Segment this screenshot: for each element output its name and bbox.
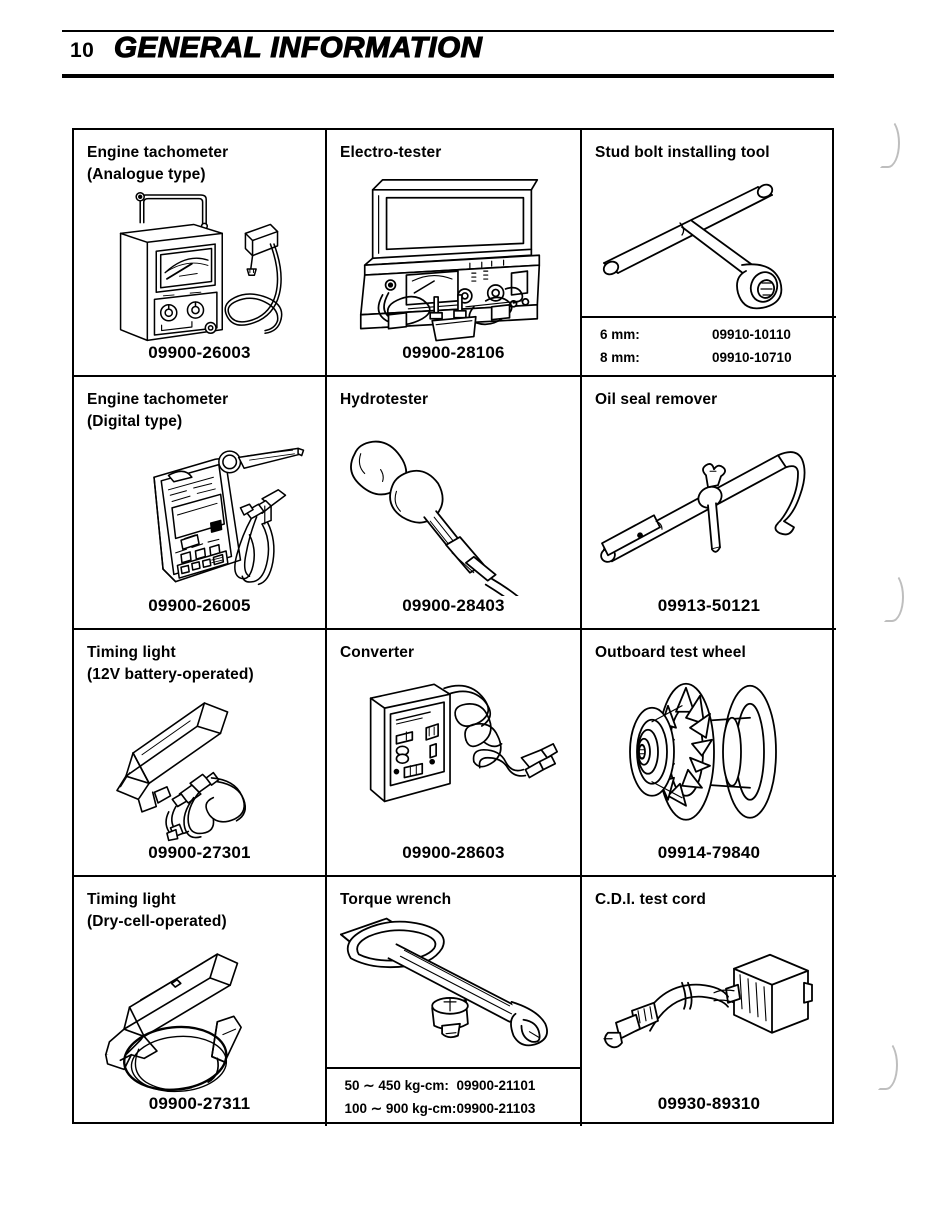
electro-tester-case-illustration xyxy=(327,164,580,343)
tool-name: Timing light (Dry-cell-operated) xyxy=(87,891,227,931)
cdi-test-cord-illustration xyxy=(582,911,836,1094)
torque-wrench-illustration xyxy=(327,911,580,1067)
tool-part-number: 09914-79840 xyxy=(657,843,761,862)
tool-name: Hydrotester xyxy=(340,391,429,408)
table-row: 6 mm: 09910-10110 xyxy=(582,324,836,346)
oil-seal-remover-illustration xyxy=(582,411,836,596)
analogue-tachometer-illustration xyxy=(74,187,325,343)
tool-name: Timing light (12V battery-operated) xyxy=(87,644,254,684)
timing-light-battery-illustration xyxy=(74,687,325,843)
tool-name: Electro-tester xyxy=(340,144,442,161)
tool-cell-converter: Converter xyxy=(327,630,582,877)
tool-cell-outboard-test-wheel: Outboard test wheel xyxy=(582,630,836,877)
tool-cell-cdi-test-cord: C.D.I. test cord xyxy=(582,877,836,1126)
tool-cell-oil-seal-remover: Oil seal remover xyxy=(582,377,836,630)
tool-part-number: 09913-50121 xyxy=(657,596,761,615)
tool-name: Converter xyxy=(340,644,415,661)
tool-part-number: 09900-28403 xyxy=(402,596,505,615)
tool-cell-analogue-tachometer: Engine tachometer (Analogue type) xyxy=(74,130,327,377)
header-rule-top xyxy=(62,30,834,32)
tool-name: Engine tachometer (Digital type) xyxy=(87,391,229,431)
stud-bolt-size-6mm: 6 mm: xyxy=(600,327,640,343)
torque-range-low: 50 ∼ 450 kg-cm: xyxy=(344,1078,449,1094)
tool-name: Stud bolt installing tool xyxy=(595,144,770,161)
torque-wrench-pn-low: 09900-21101 xyxy=(456,1078,536,1094)
tool-name: Oil seal remover xyxy=(595,391,718,408)
tool-part-number: 09930-89310 xyxy=(657,1094,761,1113)
tool-cell-timing-light-drycell: Timing light (Dry-cell-operated) xyxy=(74,877,327,1126)
page-header: 10 GENERAL INFORMATION xyxy=(62,30,834,78)
tool-part-number: 09900-27311 xyxy=(148,1094,251,1113)
tool-cell-timing-light-battery: Timing light (12V battery-operated) xyxy=(74,630,327,877)
stud-bolt-part-number-table: 6 mm: 09910-10110 8 mm: 09910-10710 xyxy=(582,316,836,375)
tool-name: Engine tachometer (Analogue type) xyxy=(87,144,229,184)
tool-cell-hydrotester: Hydrotester xyxy=(327,377,582,630)
tool-cell-torque-wrench: Torque wrench xyxy=(327,877,582,1126)
tool-part-number: 09900-26003 xyxy=(148,343,251,362)
tool-part-number: 09900-28603 xyxy=(402,843,505,862)
header-rule-bottom xyxy=(62,74,834,78)
tool-name: C.D.I. test cord xyxy=(595,891,706,908)
tool-cell-stud-bolt-tool: Stud bolt installing tool xyxy=(582,130,836,377)
t-handle-stud-bolt-tool-illustration xyxy=(582,164,836,316)
stud-bolt-pn-6mm: 09910-10110 xyxy=(712,327,791,343)
tool-cell-electro-tester: Electro-tester xyxy=(327,130,582,377)
converter-box-illustration xyxy=(327,664,580,843)
torque-wrench-pn-high: 09900-21103 xyxy=(456,1100,536,1116)
scan-artifact-mark xyxy=(880,118,900,168)
stud-bolt-pn-8mm: 09910-10710 xyxy=(712,349,792,365)
outboard-test-wheel-illustration xyxy=(582,664,836,843)
special-tools-table: Engine tachometer (Analogue type) xyxy=(72,128,836,1126)
torque-range-high: 100 ∼ 900 kg-cm: xyxy=(344,1100,457,1116)
hydrotester-bulb-illustration xyxy=(327,411,580,596)
table-row: 50 ∼ 450 kg-cm: 09900-21101 xyxy=(327,1075,580,1097)
scan-artifact-mark xyxy=(878,1040,898,1090)
page-number: 10 xyxy=(70,39,95,62)
tool-name: Outboard test wheel xyxy=(595,644,746,661)
digital-tachometer-illustration xyxy=(74,434,325,596)
page-title: GENERAL INFORMATION xyxy=(113,31,483,64)
stud-bolt-size-8mm: 8 mm: xyxy=(600,349,640,365)
scan-artifact-mark xyxy=(884,572,904,622)
table-row: 100 ∼ 900 kg-cm: 09900-21103 xyxy=(327,1098,580,1120)
tool-part-number: 09900-28106 xyxy=(402,343,505,362)
tool-part-number: 09900-26005 xyxy=(148,596,251,615)
tool-cell-digital-tachometer: Engine tachometer (Digital type) xyxy=(74,377,327,630)
torque-wrench-part-number-table: 50 ∼ 450 kg-cm: 09900-21101 100 ∼ 900 kg… xyxy=(327,1067,580,1126)
tool-part-number: 09900-27301 xyxy=(148,843,251,862)
timing-light-drycell-illustration xyxy=(74,934,325,1094)
tool-name: Torque wrench xyxy=(340,891,452,908)
table-row: 8 mm: 09910-10710 xyxy=(582,347,836,369)
